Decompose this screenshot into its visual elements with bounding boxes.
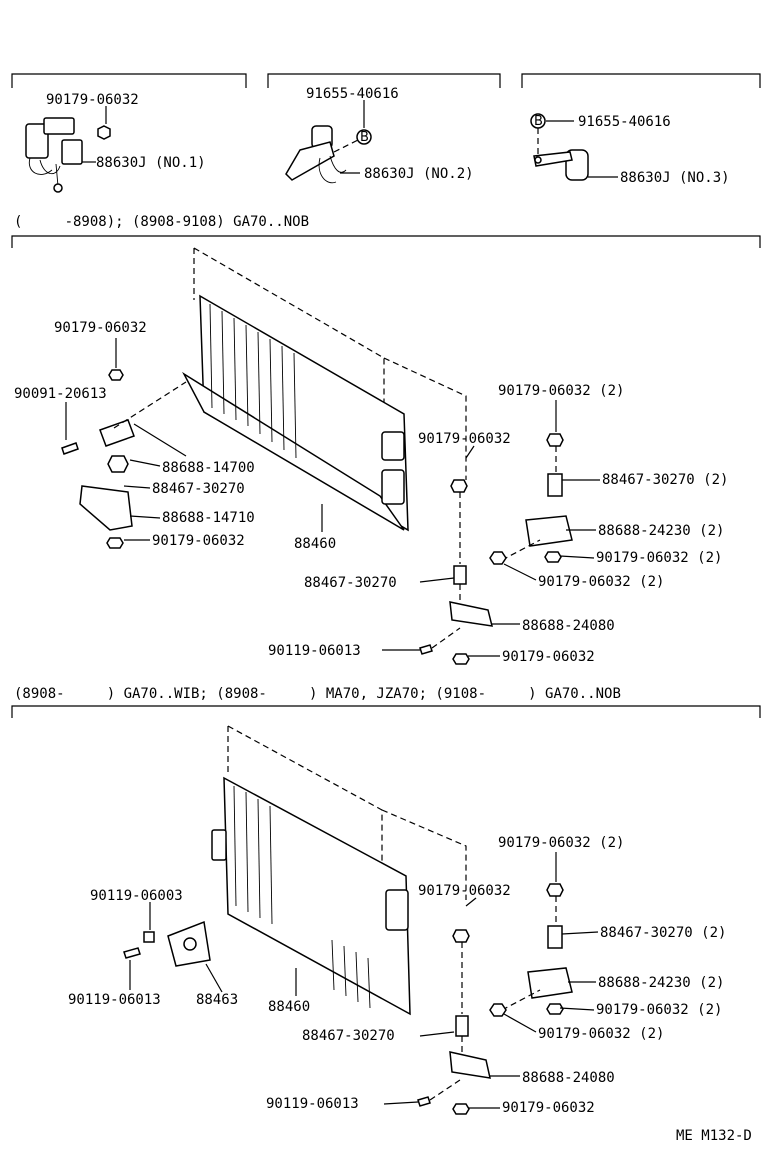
bottom-leader-lines	[129, 852, 599, 1109]
group2-label-bolt: 91655-40616	[306, 86, 399, 102]
group1-drawing	[25, 106, 111, 193]
middle-label-e: 88688-14710	[162, 510, 255, 526]
middle-label-q: 90179-06032	[502, 649, 595, 665]
bottom-label-m: 90119-06013	[266, 1096, 359, 1112]
group3-drawing	[533, 120, 618, 181]
group3-marker-text: B	[534, 114, 543, 129]
middle-label-h: 90179-06032	[418, 431, 511, 447]
group1-label-nut: 90179-06032	[46, 92, 139, 108]
bottom-section-header: (8908- ) GA70..WIB; (8908- ) MA70, JZA70…	[14, 686, 621, 702]
middle-bracket-line	[11, 235, 761, 248]
middle-label-b: 90091-20613	[14, 386, 107, 402]
bottom-label-g: 90119-06013	[68, 992, 161, 1008]
bottom-label-i: 88460	[268, 999, 310, 1015]
middle-label-o: 88688-24080	[522, 618, 615, 634]
bottom-condenser-drawing	[123, 725, 573, 1115]
bottom-label-e: 88688-24230 (2)	[598, 975, 724, 991]
middle-label-k: 88688-24230 (2)	[598, 523, 724, 539]
middle-label-a: 90179-06032	[54, 320, 147, 336]
bottom-bracket-line	[11, 705, 761, 718]
middle-label-l: 90179-06032 (2)	[596, 550, 722, 566]
group2-drawing	[285, 100, 365, 184]
bottom-label-b: 90179-06032	[418, 883, 511, 899]
middle-leader-lines	[65, 400, 600, 657]
bottom-label-h: 88463	[196, 992, 238, 1008]
group2-marker-b: B	[356, 129, 372, 145]
middle-label-j: 88467-30270 (2)	[602, 472, 728, 488]
group3-marker-b: B	[530, 113, 546, 129]
bottom-label-k: 88467-30270	[302, 1028, 395, 1044]
bottom-label-d: 88467-30270 (2)	[600, 925, 726, 941]
bottom-label-c: 90119-06003	[90, 888, 183, 904]
group2-marker-text: B	[360, 130, 369, 145]
middle-section-header: ( -8908); (8908-9108) GA70..NOB	[14, 214, 309, 230]
bottom-label-f: 90179-06032 (2)	[596, 1002, 722, 1018]
middle-label-f: 90179-06032	[152, 533, 245, 549]
middle-label-p: 90119-06013	[268, 643, 361, 659]
middle-condenser-drawing	[61, 247, 573, 665]
middle-label-d: 88467-30270	[152, 481, 245, 497]
bottom-label-l: 88688-24080	[522, 1070, 615, 1086]
group1-label-part: 88630J (NO.1)	[96, 155, 206, 171]
middle-label-c: 88688-14700	[162, 460, 255, 476]
middle-label-m: 90179-06032 (2)	[538, 574, 664, 590]
footer-code: ME M132-D	[676, 1128, 752, 1144]
bottom-label-n: 90179-06032	[502, 1100, 595, 1116]
bottom-label-a: 90179-06032 (2)	[498, 835, 624, 851]
group3-label-part: 88630J (NO.3)	[620, 170, 730, 186]
bottom-label-j: 90179-06032 (2)	[538, 1026, 664, 1042]
top-bracket-lines	[11, 73, 761, 88]
middle-label-i: 90179-06032 (2)	[498, 383, 624, 399]
group2-label-part: 88630J (NO.2)	[364, 166, 474, 182]
middle-label-g: 88460	[294, 536, 336, 552]
middle-label-n: 88467-30270	[304, 575, 397, 591]
group3-label-bolt: 91655-40616	[578, 114, 671, 130]
